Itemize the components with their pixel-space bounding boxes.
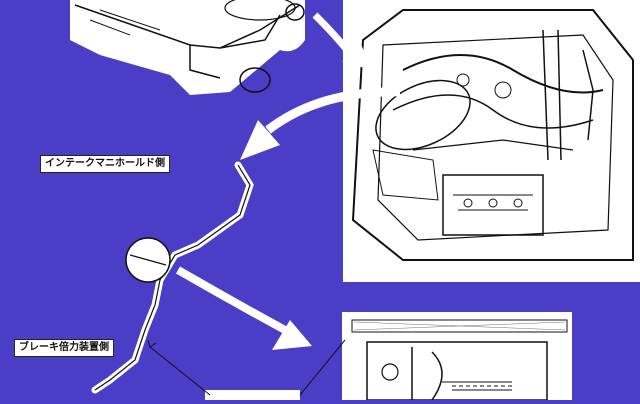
check-valve-detail-panel xyxy=(342,312,572,401)
engine-bay-panel xyxy=(343,0,640,282)
vacuum-hose-sketch-icon xyxy=(91,161,254,394)
arrow-engine-to-hose-icon xyxy=(265,87,401,134)
car-front-sketch-icon xyxy=(70,0,305,95)
engine-bay-drawing-icon xyxy=(343,0,640,282)
intake-side-label: インテークマニホールド側 xyxy=(40,155,170,173)
brake-side-label: ブレーキ倍力装置側 xyxy=(14,339,114,357)
arrow-car-to-engine-icon xyxy=(312,12,358,63)
connector-box xyxy=(205,390,300,400)
check-valve-detail-icon xyxy=(342,312,572,401)
car-sketch-panel xyxy=(70,0,305,95)
arrow-valve-to-detail-icon xyxy=(176,266,287,334)
